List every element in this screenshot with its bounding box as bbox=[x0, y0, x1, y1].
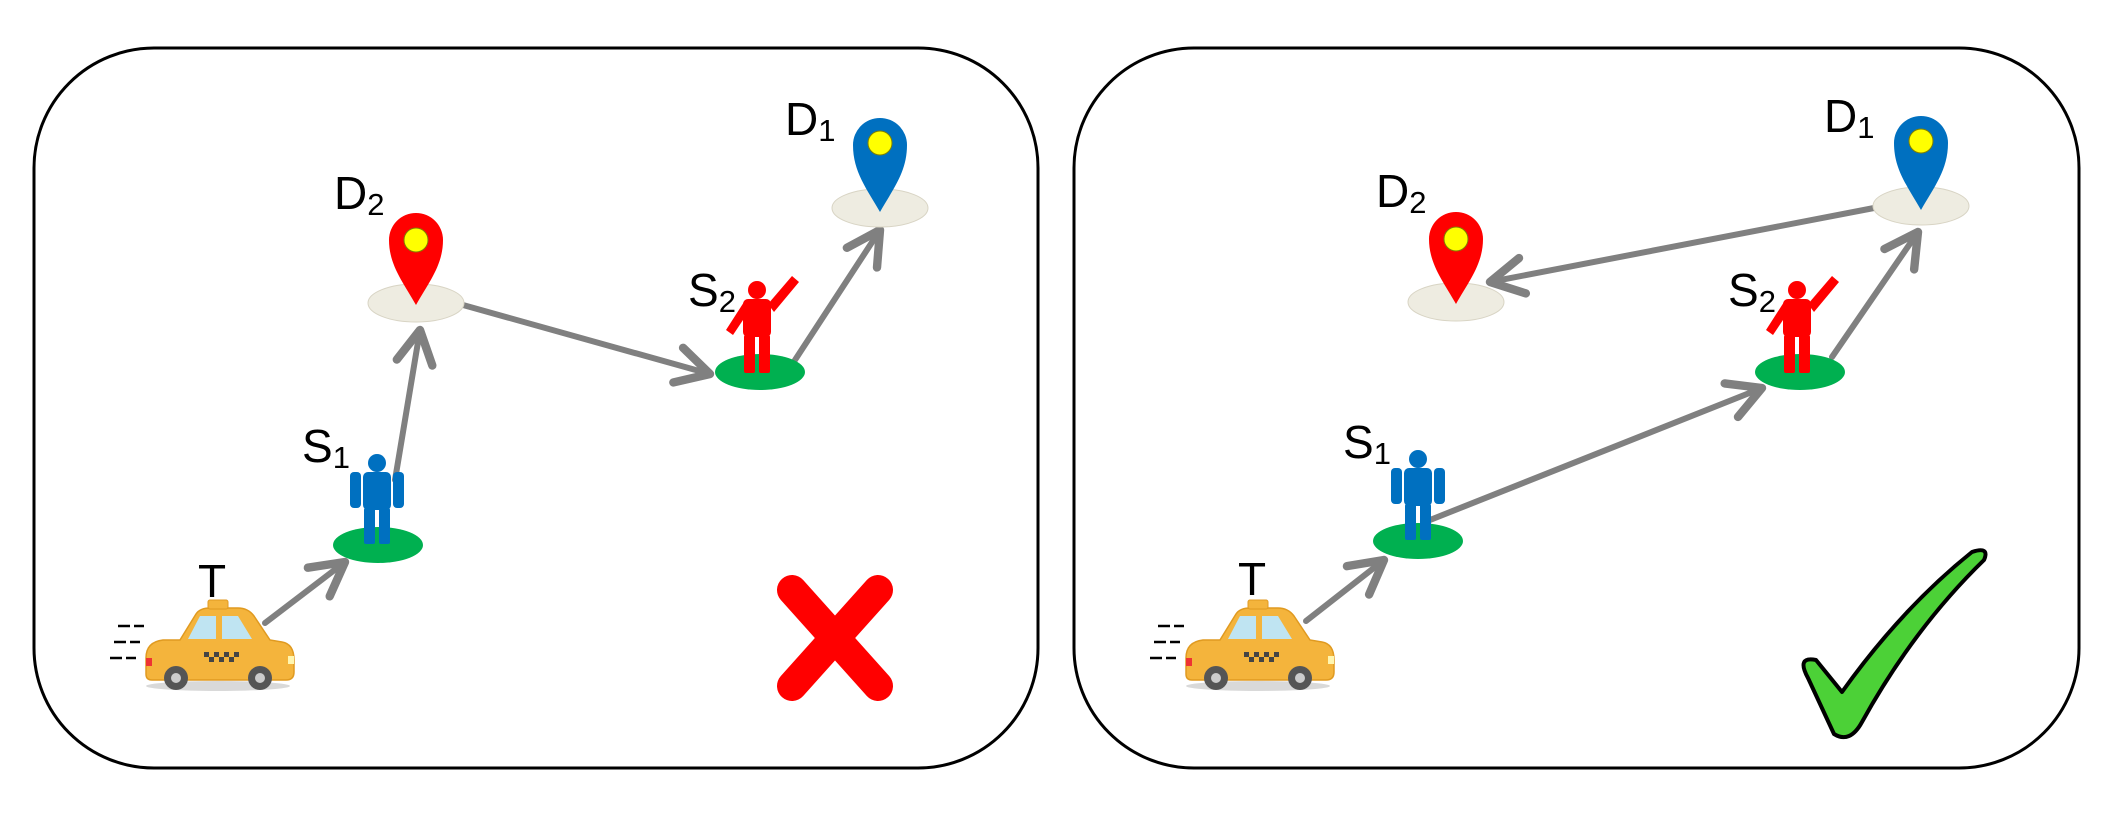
arrow-s2-to-d1 bbox=[1829, 227, 1923, 360]
map-pin-icon bbox=[1429, 212, 1483, 304]
map-pin-icon bbox=[1894, 116, 1948, 210]
person-icon bbox=[1391, 450, 1445, 540]
passenger-s2 bbox=[1755, 276, 1845, 390]
pickup-spot-s1 bbox=[1373, 523, 1463, 559]
panel-right: T S1 D2 bbox=[1072, 46, 2081, 770]
passenger-s2 bbox=[715, 276, 805, 390]
cross-icon bbox=[777, 575, 893, 701]
waving-person-icon bbox=[726, 276, 799, 373]
map-pin-icon bbox=[853, 118, 907, 212]
label-s2: S2 bbox=[688, 264, 736, 319]
label-d1: D1 bbox=[785, 93, 835, 148]
arrow-s1-to-s2 bbox=[1427, 379, 1767, 523]
destination-d1 bbox=[831, 118, 929, 228]
destination-d2 bbox=[367, 213, 465, 323]
route-arrows-right bbox=[1303, 205, 1923, 624]
route-arrows-left bbox=[262, 225, 885, 626]
pickup-spot-s1 bbox=[333, 527, 423, 563]
label-taxi: T bbox=[198, 555, 226, 607]
destination-d1 bbox=[1872, 116, 1970, 226]
label-s1: S1 bbox=[1343, 416, 1391, 471]
arrow-s1-to-d2 bbox=[392, 325, 437, 483]
map-pin-icon bbox=[389, 213, 443, 305]
person-icon bbox=[350, 454, 404, 544]
arrow-taxi-to-s1 bbox=[1303, 555, 1389, 624]
passenger-s1 bbox=[333, 454, 423, 563]
label-s1: S1 bbox=[302, 420, 350, 475]
arrow-d2-to-s2 bbox=[460, 302, 715, 387]
label-d2: D2 bbox=[334, 167, 384, 222]
taxi-icon bbox=[1150, 599, 1335, 691]
panel-left: T S1 D2 bbox=[32, 46, 1040, 770]
label-d1: D1 bbox=[1824, 90, 1874, 145]
arrow-taxi-to-s1 bbox=[262, 557, 350, 626]
checkmark-icon bbox=[1801, 548, 1988, 739]
arrow-d1-to-d2 bbox=[1485, 205, 1877, 298]
destination-d2 bbox=[1407, 212, 1505, 322]
label-d2: D2 bbox=[1376, 165, 1426, 220]
label-s2: S2 bbox=[1728, 264, 1776, 319]
taxi-icon bbox=[110, 599, 295, 691]
label-taxi: T bbox=[1238, 553, 1266, 605]
arrow-s2-to-d1 bbox=[792, 225, 885, 363]
passenger-s1 bbox=[1373, 450, 1463, 559]
waving-person-icon bbox=[1766, 276, 1839, 373]
panel-right-frame bbox=[1072, 46, 2081, 770]
